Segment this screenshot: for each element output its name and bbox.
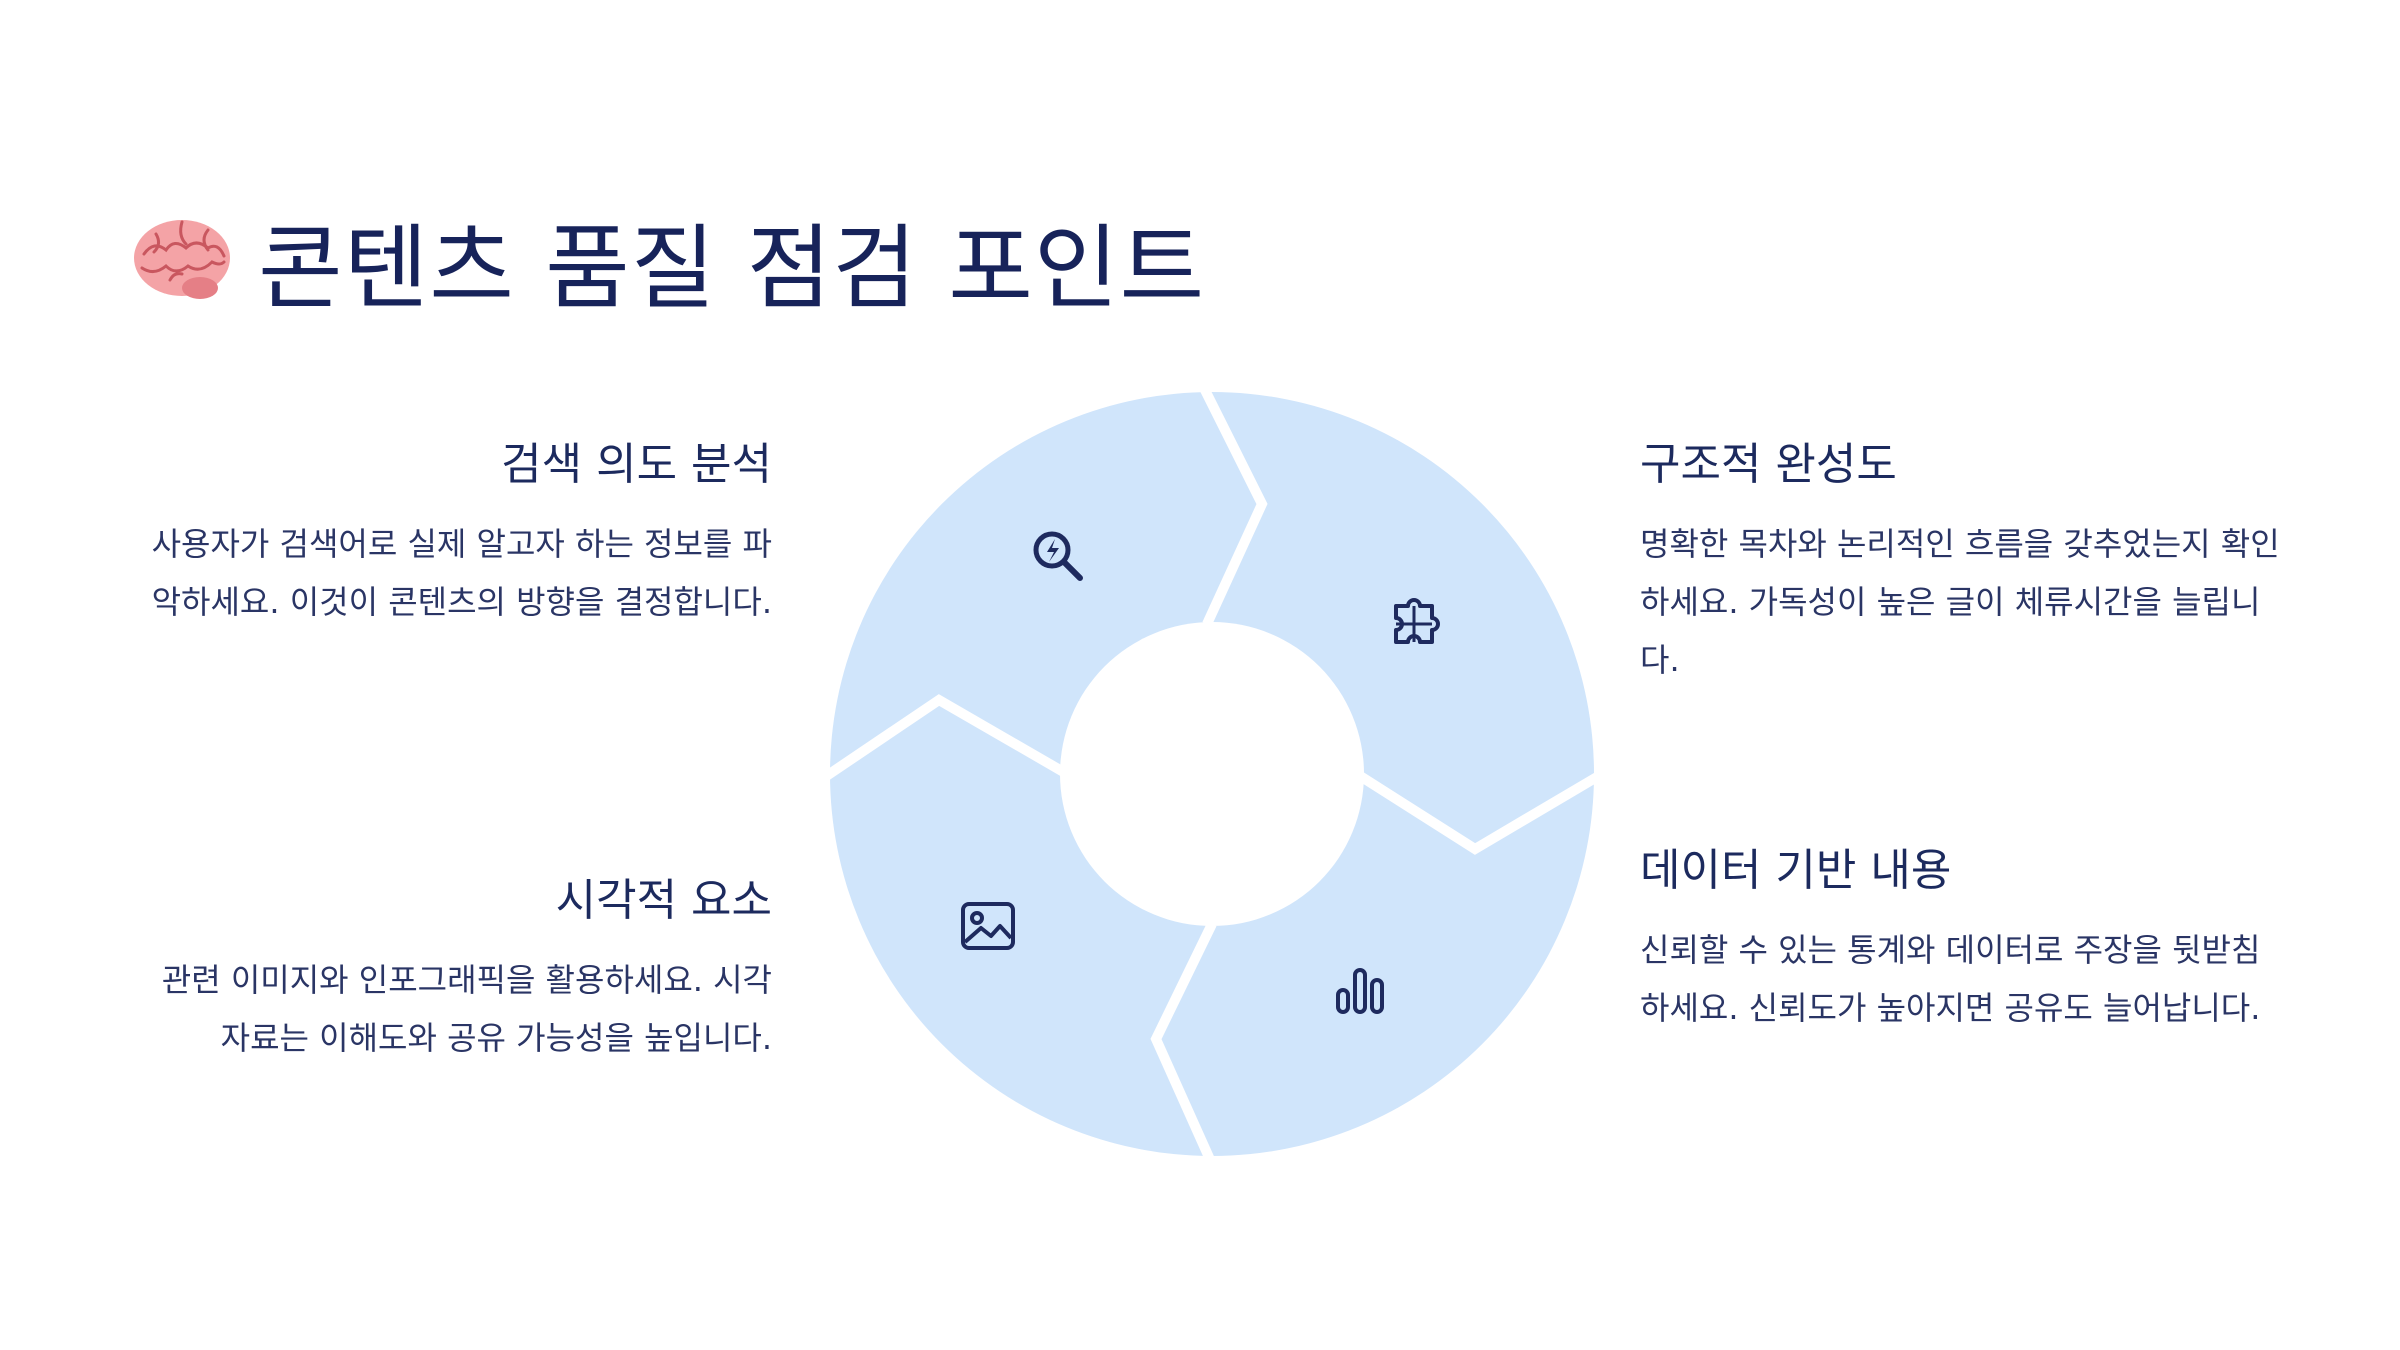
brain-icon xyxy=(134,220,230,299)
point-heading: 구조적 완성도 xyxy=(1640,439,1897,490)
point-body: 명확한 목차와 논리적인 흐름을 갖추었는지 확인하세요. 가독성이 높은 글이… xyxy=(1640,525,2280,680)
point-search-intent: 검색 의도 분석 사용자가 검색어로 실제 알고자 하는 정보를 파악하세요. … xyxy=(132,436,772,631)
point-body: 신뢰할 수 있는 통계와 데이터로 주장을 뒷받침하세요. 신뢰도가 높아지면 … xyxy=(1640,931,2261,1028)
point-body: 사용자가 검색어로 실제 알고자 하는 정보를 파악하세요. 이것이 콘텐츠의 … xyxy=(151,525,772,622)
point-body: 관련 이미지와 인포그래픽을 활용하세요. 시각 자료는 이해도와 공유 가능성… xyxy=(161,961,772,1058)
image-icon xyxy=(961,902,1015,950)
page-title: 콘텐츠 품질 점검 포인트 xyxy=(258,214,1206,322)
cycle-diagram xyxy=(822,384,1602,1164)
bar-chart-icon xyxy=(1336,968,1384,1014)
search-bolt-icon xyxy=(1033,531,1083,581)
point-data: 데이터 기반 내용 신뢰할 수 있는 통계와 데이터로 주장을 뒷받침하세요. … xyxy=(1640,842,2280,1037)
point-heading: 시각적 요소 xyxy=(555,875,772,926)
point-structure: 구조적 완성도 명확한 목차와 논리적인 흐름을 갖추었는지 확인하세요. 가독… xyxy=(1640,436,2280,689)
title-row: 콘텐츠 품질 점검 포인트 xyxy=(130,195,1205,325)
point-heading: 데이터 기반 내용 xyxy=(1640,845,1952,896)
point-visuals: 시각적 요소 관련 이미지와 인포그래픽을 활용하세요. 시각 자료는 이해도와… xyxy=(132,872,772,1067)
point-heading: 검색 의도 분석 xyxy=(501,439,772,490)
segment-dividers xyxy=(822,384,1602,1164)
puzzle-icon xyxy=(1394,598,1440,644)
cycle-hole xyxy=(1060,622,1364,926)
